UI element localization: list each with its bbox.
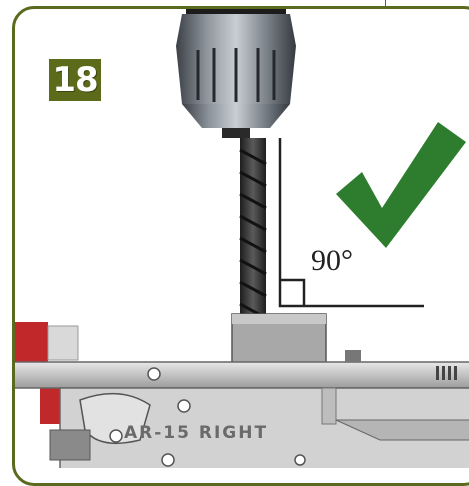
step-number-badge: 18: [49, 59, 101, 101]
frame-divider: [385, 0, 386, 8]
angle-label: 90°: [311, 244, 353, 277]
checkmark-icon: [336, 122, 466, 248]
receiver-icon: [15, 350, 469, 468]
part-label: AR-15 RIGHT: [124, 423, 269, 443]
drill-bit-icon: [239, 138, 267, 320]
right-angle-icon: [278, 138, 424, 308]
jig-block-icon: [231, 313, 327, 367]
drill-chuck-icon: [176, 9, 296, 138]
drill-illustration: [15, 9, 469, 468]
